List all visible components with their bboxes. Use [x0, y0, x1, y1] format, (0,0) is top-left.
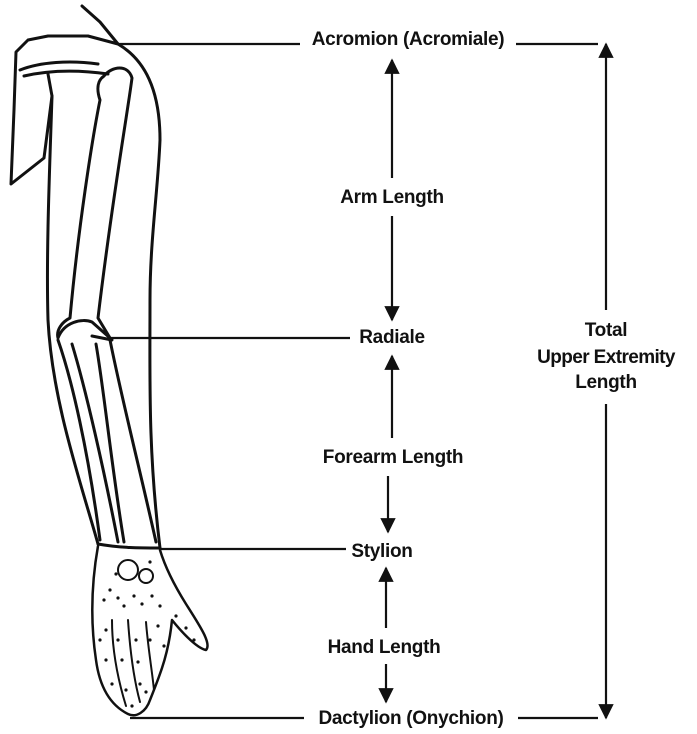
acromion-label: Acromion (Acromiale): [310, 29, 506, 51]
shoulder-outline: [11, 6, 118, 184]
forearm-length-label: Forearm Length: [321, 447, 465, 469]
finger-line-1: [112, 620, 126, 706]
finger-line-3: [146, 622, 154, 690]
dactylion-label: Dactylion (Onychion): [316, 708, 505, 730]
stylion-label: Stylion: [349, 541, 414, 563]
total-label-line1: Total: [583, 320, 629, 342]
total-label-line3: Length: [573, 372, 639, 394]
collar-line: [20, 62, 98, 70]
total-label-line2: Upper Extremity: [535, 347, 677, 369]
humerus-bone: [58, 68, 132, 338]
hand-length-label: Hand Length: [326, 637, 443, 659]
radiale-label: Radiale: [357, 327, 427, 349]
arm-illustration: [11, 6, 208, 715]
landmark-lines: [110, 44, 598, 718]
carpal-bone: [139, 569, 153, 583]
clavicle-line: [24, 71, 108, 76]
carpal-bone: [118, 560, 138, 580]
arm-length-label: Arm Length: [338, 187, 446, 209]
wrist-line: [98, 544, 160, 548]
radius-bone: [96, 344, 124, 542]
